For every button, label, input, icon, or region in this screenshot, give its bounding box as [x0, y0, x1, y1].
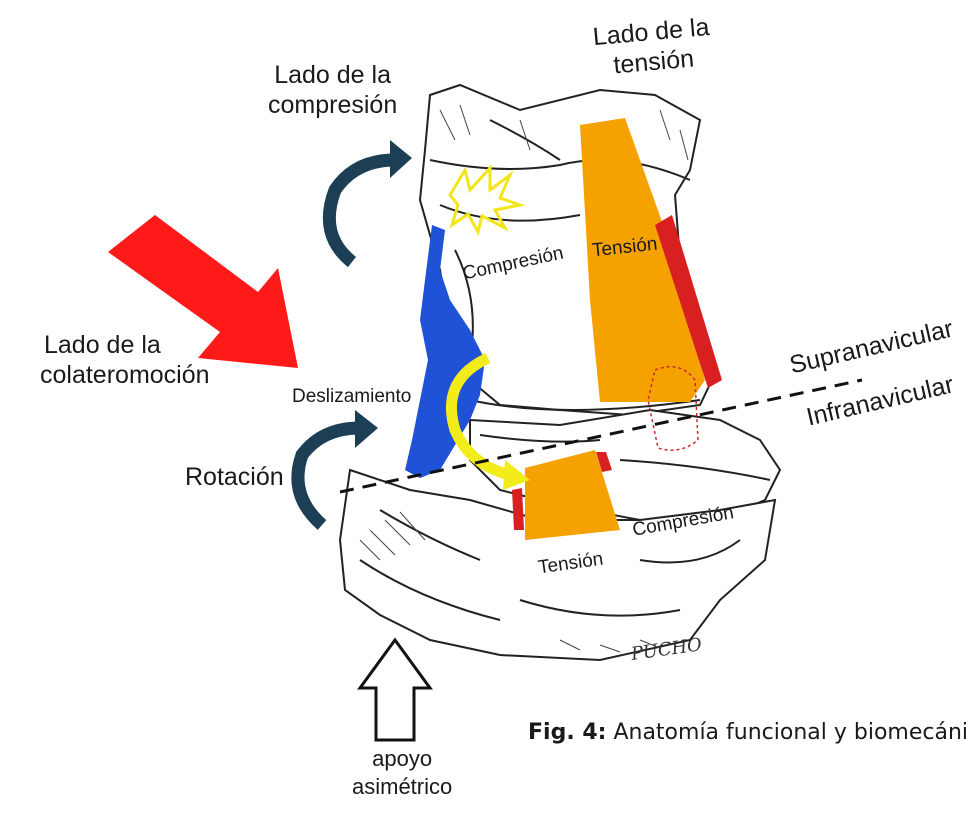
ligament-lower [512, 488, 524, 530]
figure-caption-text: Anatomía funcional y biomecáni [613, 720, 966, 745]
compression-side-label: Lado de la compresión [268, 60, 397, 120]
sliding-label: Deslizamiento [292, 385, 411, 409]
tension-side-label: Lado de la tensión [592, 12, 714, 82]
figure-caption: Fig. 4: Anatomía funcional y biomecáni [528, 720, 966, 745]
support-line1: apoyo [352, 745, 452, 773]
collateral-side-line1: Lado de la [40, 330, 210, 360]
support-line2: asimétrico [352, 773, 452, 801]
rotation-label: Rotación [185, 462, 284, 492]
figure-caption-prefix: Fig. 4: [528, 720, 606, 745]
collateral-side-line2: colateromoción [40, 360, 210, 390]
curved-arrow-upper [329, 140, 412, 262]
support-arrow-icon [360, 640, 430, 740]
support-label: apoyo asimétrico [352, 745, 452, 801]
compression-side-line1: Lado de la [268, 60, 397, 90]
collateral-side-label: Lado de la colateromoción [40, 330, 210, 390]
compression-side-line2: compresión [268, 90, 397, 120]
